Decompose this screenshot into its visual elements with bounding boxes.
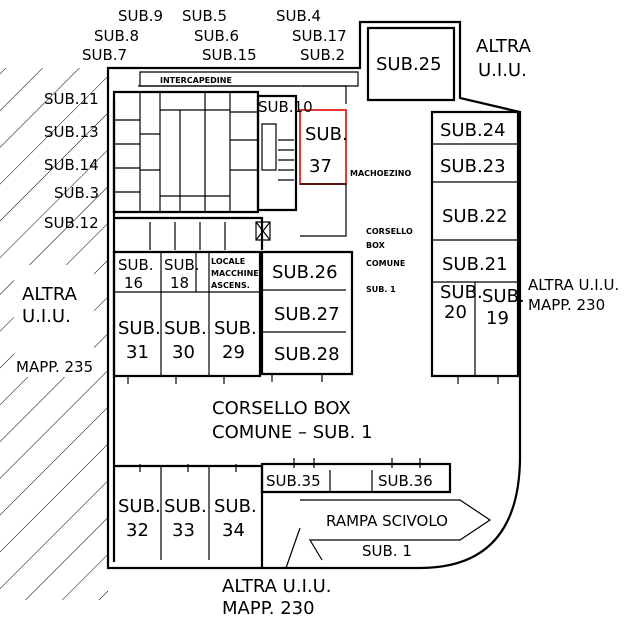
- label-sub22: SUB.22: [442, 206, 508, 227]
- label-locale-2: MACCHINE: [211, 269, 259, 278]
- label-sub32-a: SUB.: [118, 496, 161, 517]
- label-sub9: SUB.9: [118, 7, 163, 25]
- label-sub17: SUB.17: [292, 27, 347, 45]
- label-locale-3: ASCENS.: [211, 281, 250, 290]
- label-altra-bottom-2: MAPP. 230: [222, 598, 315, 619]
- label-altra-left-3: MAPP. 235: [16, 358, 93, 376]
- label-sub4: SUB.4: [276, 7, 321, 25]
- label-sub32-b: 32: [126, 520, 149, 541]
- ramp: [285, 499, 492, 569]
- label-sub27: SUB.27: [274, 304, 340, 325]
- label-rampa-1: RAMPA SCIVOLO: [326, 512, 448, 530]
- label-sub12: SUB.12: [44, 214, 99, 232]
- label-altra-right-2: MAPP. 230: [528, 296, 605, 314]
- label-sub30-b: 30: [172, 342, 195, 363]
- label-corsello-small-3: COMUNE: [366, 259, 405, 268]
- label-sub3: SUB.3: [54, 184, 99, 202]
- label-sub18-a: SUB.: [164, 256, 200, 274]
- bottom-boxes: [114, 462, 452, 568]
- middle-left-boxes: [112, 250, 262, 378]
- label-sub34-b: 34: [222, 520, 245, 541]
- label-altra-bottom-1: ALTRA U.I.U.: [222, 576, 332, 597]
- label-sub29-b: 29: [222, 342, 245, 363]
- label-corsello-main-1: CORSELLO BOX: [212, 398, 351, 419]
- label-corsello-small-2: BOX: [366, 241, 386, 250]
- tick-marks: [127, 374, 499, 472]
- label-sub16-a: SUB.: [118, 256, 154, 274]
- label-sub33-a: SUB.: [164, 496, 207, 517]
- label-sub29-a: SUB.: [214, 318, 257, 339]
- label-altra-left-2: U.I.U.: [22, 306, 71, 327]
- label-sub13: SUB.13: [44, 123, 99, 141]
- label-sub5: SUB.5: [182, 7, 227, 25]
- right-column-boxes: [430, 110, 520, 378]
- label-altra-right-1: ALTRA U.I.U.: [528, 276, 619, 294]
- label-intercapedine: INTERCAPEDINE: [160, 76, 232, 85]
- label-corsello-small-1: CORSELLO: [366, 227, 413, 236]
- label-sub16-b: 16: [124, 274, 143, 292]
- label-sub25: SUB.25: [376, 54, 442, 75]
- label-sub19-b: 19: [486, 308, 509, 329]
- label-sub20-b: 20: [444, 302, 467, 323]
- label-sub21: SUB.21: [442, 254, 508, 275]
- label-sub14: SUB.14: [44, 156, 99, 174]
- label-altra-top-1: ALTRA: [476, 36, 532, 57]
- sub26-28-block: [260, 250, 354, 376]
- label-sub8: SUB.8: [94, 27, 139, 45]
- label-sub2: SUB.2: [300, 46, 345, 64]
- label-sub15: SUB.15: [202, 46, 257, 64]
- label-sub11: SUB.11: [44, 90, 99, 108]
- label-sub28: SUB.28: [274, 344, 340, 365]
- label-sub30-a: SUB.: [164, 318, 207, 339]
- label-sub10: SUB.10: [258, 98, 313, 116]
- label-sub35: SUB.35: [266, 472, 321, 490]
- label-altra-left-1: ALTRA: [22, 284, 78, 305]
- label-sub26: SUB.26: [272, 262, 338, 283]
- label-sub31-a: SUB.: [118, 318, 161, 339]
- label-sub7: SUB.7: [82, 46, 127, 64]
- label-altra-top-2: U.I.U.: [478, 60, 527, 81]
- label-sub23: SUB.23: [440, 156, 506, 177]
- label-sub34-a: SUB.: [214, 496, 257, 517]
- label-sub33-b: 33: [172, 520, 195, 541]
- labels: SUB.9 SUB.5 SUB.4 SUB.8 SUB.6 SUB.17 SUB…: [16, 7, 619, 619]
- label-sub19-a: SUB.: [482, 286, 525, 307]
- label-sub31-b: 31: [126, 342, 149, 363]
- label-sub24: SUB.24: [440, 120, 506, 141]
- label-sub36: SUB.36: [378, 472, 433, 490]
- label-rampa-2: SUB. 1: [362, 542, 412, 560]
- upper-cellar-block: [112, 85, 347, 241]
- small-boxes-row: [114, 216, 264, 250]
- label-sub20-a: SUB.: [440, 282, 483, 303]
- label-vano-tecnico: MACHOEZINO: [350, 169, 411, 178]
- label-locale-1: LOCALE: [211, 257, 245, 266]
- label-corsello-main-2: COMUNE – SUB. 1: [212, 422, 373, 443]
- label-corsello-small-4: SUB. 1: [366, 285, 396, 294]
- hatched-neighbour-area: [0, 68, 108, 600]
- label-sub37-b: 37: [309, 156, 332, 177]
- label-sub37-a: SUB.: [305, 124, 348, 145]
- label-sub18-b: 18: [170, 274, 189, 292]
- label-sub6: SUB.6: [194, 27, 239, 45]
